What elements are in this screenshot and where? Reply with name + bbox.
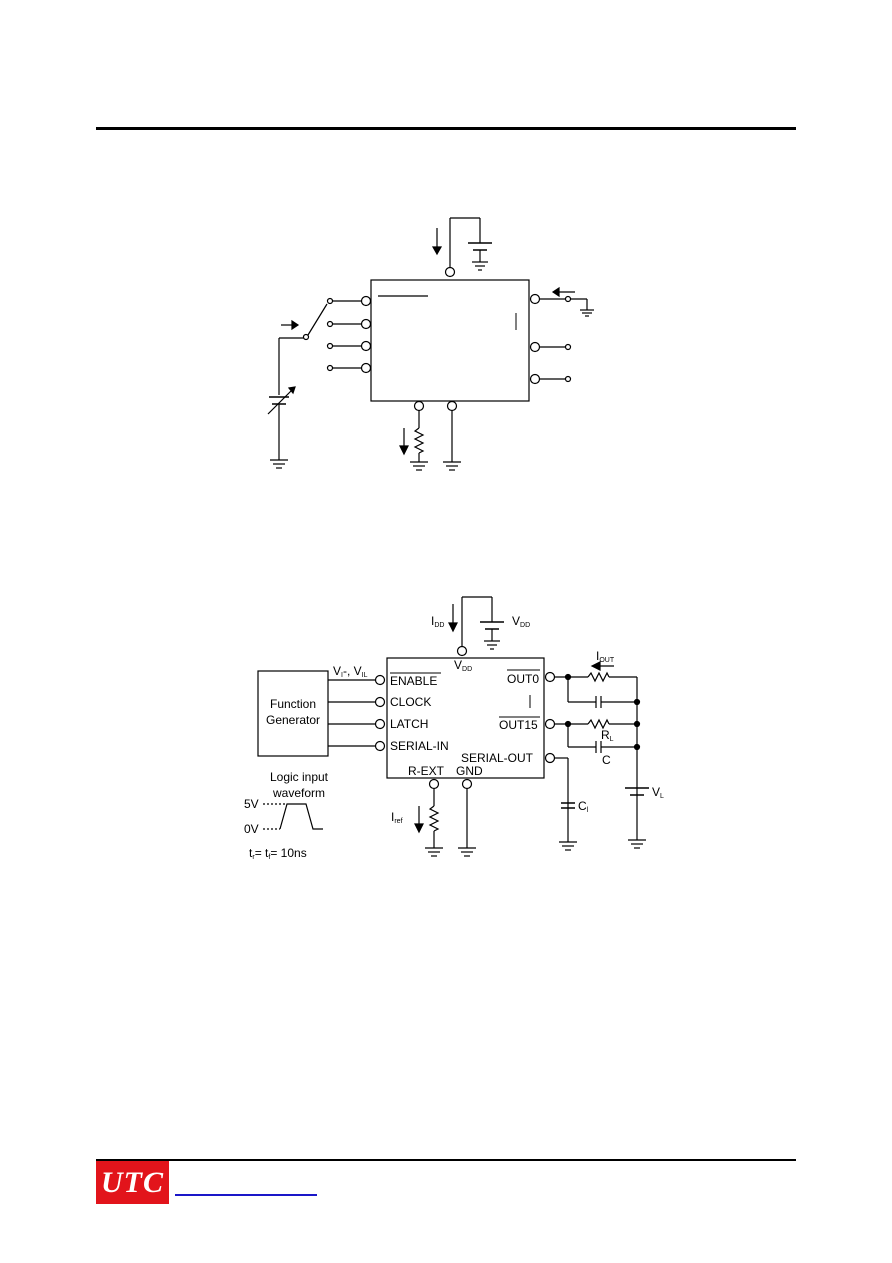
out0-pin — [544, 671, 556, 683]
vdd-subscript: DD — [520, 622, 530, 629]
serial-in-pin — [374, 740, 386, 752]
idd-subscript: DD — [434, 622, 444, 629]
out0-label: OUT0 — [507, 672, 539, 686]
serial-in-label: SERIAL-IN — [390, 739, 449, 753]
fall-time-t: = t — [255, 846, 269, 860]
logic-input-waveform — [263, 803, 323, 830]
wave-0v-label: 0V — [244, 822, 259, 836]
footer-link[interactable] — [175, 1194, 317, 1196]
svg-text:IDD: IDD — [431, 614, 444, 629]
out15-label: OUT15 — [499, 718, 538, 732]
svg-text:VDD: VDD — [512, 614, 530, 629]
iref-label: I — [391, 810, 394, 824]
wave-5v-label: 5V — [244, 797, 259, 811]
figure2-ic-body — [386, 657, 545, 779]
idd-label: I — [431, 614, 434, 628]
vih-subscript: I — [341, 672, 343, 679]
vl-label: V — [652, 785, 660, 799]
fall-time-sub: f — [268, 854, 270, 861]
svg-text:IOUT: IOUT — [596, 649, 615, 664]
vil-subscript: IL — [362, 672, 368, 679]
vdd-pin-label: V — [454, 658, 462, 672]
rise-fall-value: = 10ns — [270, 846, 306, 860]
vl-subscript: L — [660, 793, 664, 800]
svg-text:RL: RL — [601, 728, 614, 743]
figure1-pin-left-4 — [360, 362, 372, 374]
footer-rule — [96, 1159, 796, 1161]
rl-label: R — [601, 728, 610, 742]
rise-time-t: t — [249, 846, 253, 860]
figure1-ic-body — [370, 279, 530, 402]
iout-label: I — [596, 649, 599, 663]
clock-label: CLOCK — [390, 695, 431, 709]
latch-pin — [374, 718, 386, 730]
figure1-pin-right-1 — [529, 293, 541, 305]
gnd-label: GND — [456, 764, 483, 778]
figure1-pin-left-1 — [360, 295, 372, 307]
out15-pin — [544, 718, 556, 730]
iref-subscript: ref — [394, 818, 402, 825]
svg-text:Cl: Cl — [578, 799, 589, 814]
figure1-pin-right-2 — [529, 341, 541, 353]
c-label: C — [602, 753, 611, 767]
figure1-pin-right-3 — [529, 373, 541, 385]
header-rule — [96, 127, 796, 130]
svg-text:Iref: Iref — [391, 810, 403, 825]
utc-logo-text: UTC — [101, 1165, 164, 1199]
svg-text:VDD: VDD — [454, 658, 472, 673]
svg-text:VI-, VIL: VI-, VIL — [333, 664, 368, 679]
rext-label: R-EXT — [408, 764, 445, 778]
rext-pin — [428, 778, 440, 790]
enable-label: ENABLE — [390, 674, 437, 688]
figure1-pin-left-3 — [360, 340, 372, 352]
function-generator-line2: Generator — [266, 713, 320, 727]
clock-pin — [374, 696, 386, 708]
gnd-pin — [461, 778, 473, 790]
function-generator-line1: Function — [270, 697, 316, 711]
cl-subscript: l — [587, 807, 589, 814]
cl-label: C — [578, 799, 587, 813]
serial-out-label: SERIAL-OUT — [461, 751, 534, 765]
utc-logo: UTC — [96, 1161, 169, 1204]
rl-subscript: L — [610, 736, 614, 743]
figure2-vdd-pin — [456, 645, 468, 657]
iout-subscript: OUT — [599, 657, 615, 664]
rise-time-sub: r — [252, 854, 255, 861]
vih-label: V — [333, 664, 341, 678]
figure1-test-circuit — [267, 217, 594, 471]
svg-text:VL: VL — [652, 785, 664, 800]
vil-separator: -, V — [343, 664, 362, 678]
figure1-vdd-pin — [444, 266, 456, 278]
waveform-title-line2: waveform — [272, 786, 325, 800]
figure1-pin-left-2 — [360, 318, 372, 330]
function-generator-box — [257, 670, 329, 757]
waveform-title-line1: Logic input — [270, 770, 329, 784]
vdd-pin-subscript: DD — [462, 666, 472, 673]
enable-pin — [374, 674, 386, 686]
figure1-gnd-pin — [446, 400, 458, 412]
figure1-switch — [302, 333, 310, 341]
figure2-test-circuit — [257, 596, 649, 857]
serial-out-pin — [544, 752, 556, 764]
vdd-label: V — [512, 614, 520, 628]
latch-label: LATCH — [390, 717, 428, 731]
svg-text:tr= tf= 10ns: tr= tf= 10ns — [249, 846, 307, 861]
figure1-rext-pin — [413, 400, 425, 412]
